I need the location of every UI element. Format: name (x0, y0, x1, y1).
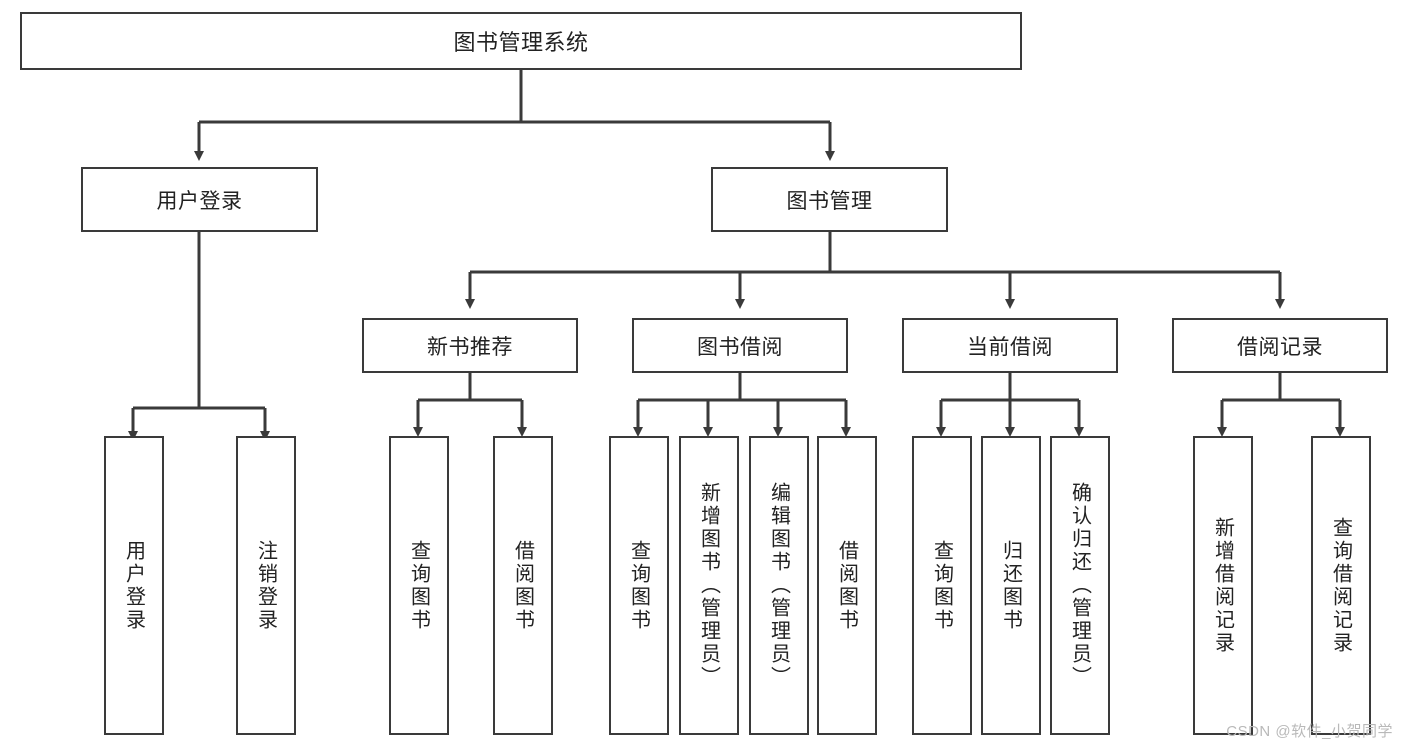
leaf-query-book-2[interactable]: 查询图书 (609, 436, 669, 735)
node-new-book-recommend-label: 新书推荐 (427, 335, 513, 359)
watermark: CSDN @软件_小贺同学 (1226, 723, 1393, 740)
leaf-query-book-3[interactable]: 查询图书 (912, 436, 972, 735)
node-root[interactable]: 图书管理系统 (20, 12, 1022, 70)
node-user-login-label: 用户登录 (156, 189, 243, 213)
node-new-book-recommend[interactable]: 新书推荐 (362, 318, 578, 373)
node-book-borrow-label: 图书借阅 (697, 335, 783, 359)
node-current-borrow[interactable]: 当前借阅 (902, 318, 1118, 373)
leaf-add-record-label: 新增借阅记录 (1211, 516, 1234, 655)
node-book-management-label: 图书管理 (786, 189, 873, 213)
leaf-add-book-label: 新增图书（管理员） (697, 482, 720, 689)
leaf-borrow-book-1[interactable]: 借阅图书 (493, 436, 553, 735)
leaf-add-record[interactable]: 新增借阅记录 (1193, 436, 1253, 735)
leaf-borrow-book-2[interactable]: 借阅图书 (817, 436, 877, 735)
leaf-user-logout[interactable]: 注销登录 (236, 436, 296, 735)
leaf-user-login[interactable]: 用户登录 (104, 436, 164, 735)
leaf-edit-book-label: 编辑图书（管理员） (767, 482, 790, 689)
node-current-borrow-label: 当前借阅 (967, 335, 1053, 359)
leaf-query-record[interactable]: 查询借阅记录 (1311, 436, 1371, 735)
leaf-query-book-1[interactable]: 查询图书 (389, 436, 449, 735)
node-user-login[interactable]: 用户登录 (81, 167, 318, 232)
node-root-label: 图书管理系统 (453, 30, 589, 55)
leaf-return-book-label: 归还图书 (999, 539, 1022, 632)
leaf-query-book-1-label: 查询图书 (407, 539, 430, 632)
leaf-return-book[interactable]: 归还图书 (981, 436, 1041, 735)
leaf-query-book-3-label: 查询图书 (930, 539, 953, 632)
leaf-confirm-return-label: 确认归还（管理员） (1068, 482, 1091, 689)
leaf-edit-book[interactable]: 编辑图书（管理员） (749, 436, 809, 735)
leaf-user-logout-label: 注销登录 (254, 539, 277, 632)
leaf-add-book[interactable]: 新增图书（管理员） (679, 436, 739, 735)
node-book-borrow[interactable]: 图书借阅 (632, 318, 848, 373)
leaf-query-record-label: 查询借阅记录 (1329, 516, 1352, 655)
leaf-query-book-2-label: 查询图书 (627, 539, 650, 632)
node-borrow-record[interactable]: 借阅记录 (1172, 318, 1388, 373)
leaf-user-login-label: 用户登录 (122, 539, 145, 632)
leaf-confirm-return[interactable]: 确认归还（管理员） (1050, 436, 1110, 735)
node-book-management[interactable]: 图书管理 (711, 167, 948, 232)
leaf-borrow-book-2-label: 借阅图书 (835, 539, 858, 632)
node-borrow-record-label: 借阅记录 (1237, 335, 1323, 359)
leaf-borrow-book-1-label: 借阅图书 (511, 539, 534, 632)
